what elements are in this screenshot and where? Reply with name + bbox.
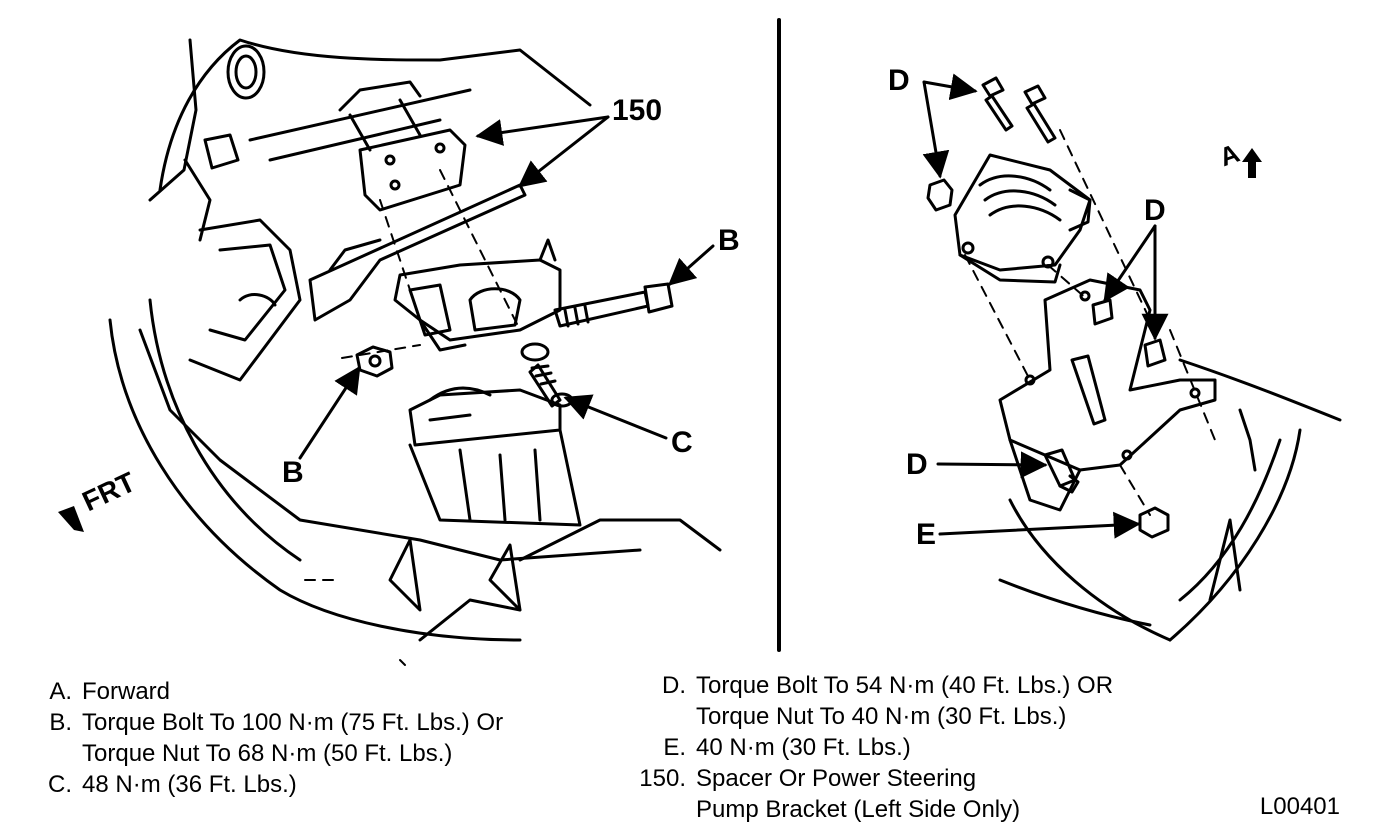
callout-d-mid: D: [1144, 194, 1166, 227]
legend-item-d: D. Torque Bolt To 54 N·m (40 Ft. Lbs.) O…: [626, 670, 1113, 701]
left-engine-block: [148, 38, 592, 242]
legend-item-150-cont: Pump Bracket (Left Side Only): [626, 794, 1113, 825]
legend-key: 150.: [639, 765, 686, 792]
left-bracket-150: [308, 80, 527, 322]
legend-key: E.: [663, 734, 686, 761]
legend-item-c: C. 48 N·m (36 Ft. Lbs.): [38, 769, 503, 800]
legend-text: 48 N·m (36 Ft. Lbs.): [82, 771, 297, 798]
callout-d-top: D: [888, 64, 910, 97]
legend-text: Torque Bolt To 100 N·m (75 Ft. Lbs.) Or: [82, 709, 504, 736]
right-frame: [998, 358, 1342, 642]
legend-text: 40 N·m (30 Ft. Lbs.): [696, 734, 911, 761]
right-nut-e: [1138, 506, 1170, 539]
callout-150: 150: [612, 94, 663, 127]
legend-text: Spacer Or Power Steering: [696, 765, 977, 792]
legend-item-b: B. Torque Bolt To 100 N·m (75 Ft. Lbs.) …: [38, 707, 503, 738]
legend-right: D. Torque Bolt To 54 N·m (40 Ft. Lbs.) O…: [626, 670, 1113, 825]
legend-item-150: 150. Spacer Or Power Steering: [626, 763, 1113, 794]
legend-text: Torque Nut To 40 N·m (30 Ft. Lbs.): [696, 703, 1067, 730]
left-through-bolt: [553, 282, 674, 328]
left-bolt-c: [520, 342, 574, 408]
callout-e: E: [916, 518, 937, 551]
legend-key: A.: [49, 678, 72, 705]
callout-b-lower: B: [282, 456, 304, 489]
legend-text: Torque Bolt To 54 N·m (40 Ft. Lbs.) OR: [696, 672, 1114, 699]
legend-item-e: E. 40 N·m (30 Ft. Lbs.): [626, 732, 1113, 763]
legend-left: A. Forward B. Torque Bolt To 100 N·m (75…: [38, 676, 503, 800]
legend-text: Pump Bracket (Left Side Only): [696, 796, 1021, 823]
right-bolt-d-low: [1043, 448, 1080, 494]
left-transmission-housing: [108, 218, 722, 642]
left-motor-mount: [393, 238, 562, 352]
right-lower-bracket: [998, 278, 1217, 512]
right-upper-mount: [953, 153, 1092, 284]
legend-text: Forward: [82, 678, 171, 705]
callout-b-upper: B: [718, 224, 740, 257]
frt-arrow-icon: [58, 506, 84, 532]
legend-key: C.: [48, 771, 72, 798]
legend-key: B.: [49, 709, 72, 736]
legend-item-d-cont: Torque Nut To 40 N·m (30 Ft. Lbs.): [626, 701, 1113, 732]
callout-d-low: D: [906, 448, 928, 481]
callout-c: C: [671, 426, 693, 459]
forward-arrow-icon: [1242, 148, 1262, 178]
legend-key: D.: [662, 672, 686, 699]
left-frame-bracket: [408, 386, 582, 527]
legend-item-a: A. Forward: [38, 676, 503, 707]
legend-item-b-cont: Torque Nut To 68 N·m (50 Ft. Lbs.): [38, 738, 503, 769]
legend-text: Torque Nut To 68 N·m (50 Ft. Lbs.): [82, 740, 453, 767]
right-studs-d: [926, 76, 1057, 212]
figure-id: L00401: [1259, 793, 1340, 820]
